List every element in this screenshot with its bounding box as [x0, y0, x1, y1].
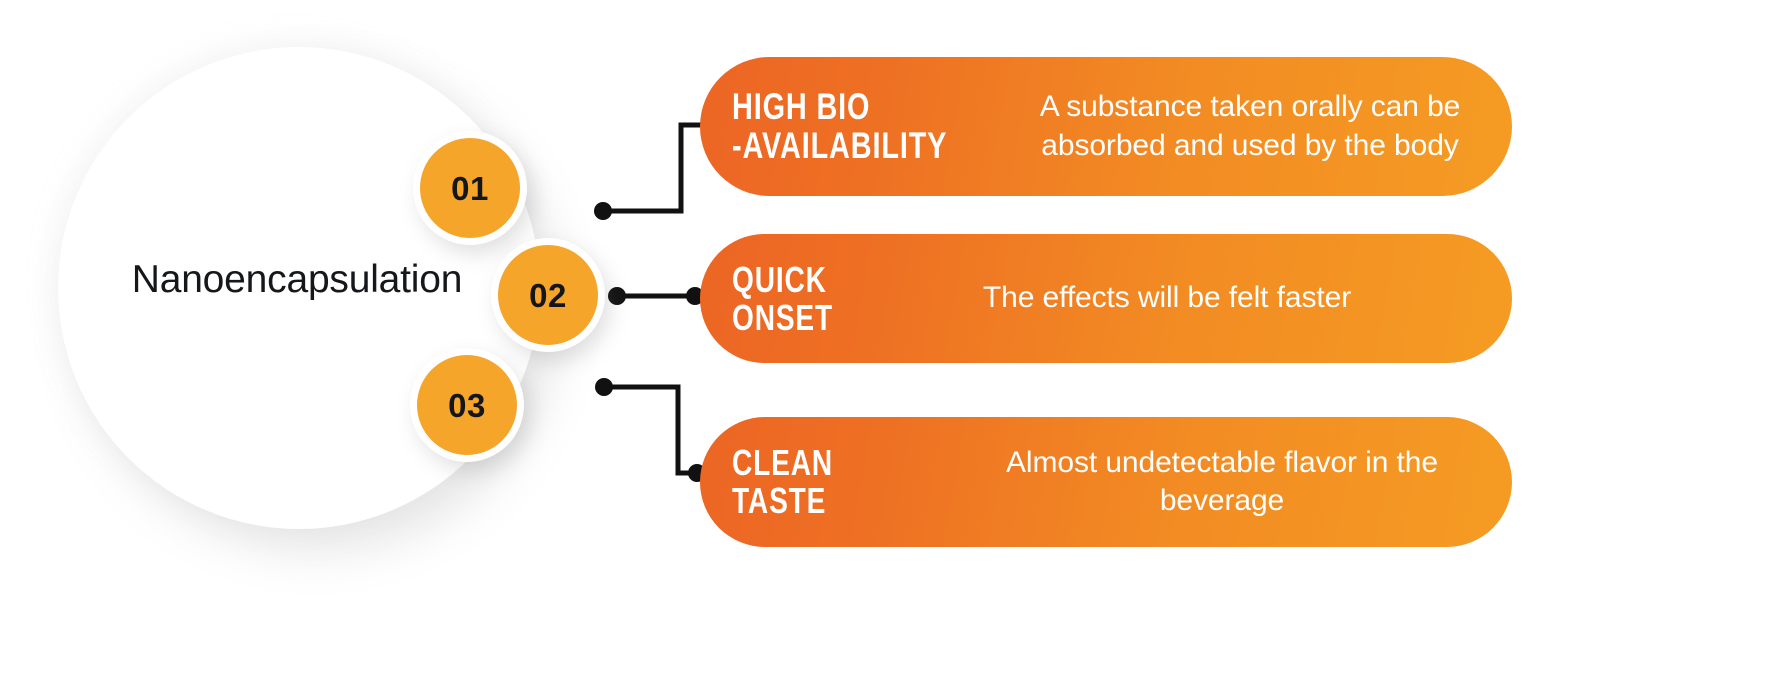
benefit-bar-03[interactable]: CLEAN TASTE Almost undetectable flavor i… — [700, 417, 1512, 547]
benefit-title-02: QUICK ONSET — [732, 258, 834, 338]
step-circle-02[interactable]: 02 — [491, 238, 605, 352]
benefit-title-03: CLEAN TASTE — [732, 442, 834, 521]
step-number-01: 01 — [451, 169, 489, 207]
benefit-description-01: A substance taken orally can be absorbed… — [1039, 90, 1461, 162]
benefit-description-03: Almost undetectable flavor in the bevera… — [1006, 445, 1438, 517]
benefit-bar-02[interactable]: QUICK ONSET The effects will be felt fas… — [700, 234, 1512, 363]
connector-dot-02 — [608, 287, 626, 305]
connector-path-01 — [603, 122, 706, 214]
step-number-03: 03 — [448, 386, 486, 424]
connector-dot-03 — [595, 378, 613, 396]
connector-dot-01 — [594, 202, 612, 220]
benefit-bar-01[interactable]: HIGH BIO -AVAILABILITY A substance taken… — [700, 57, 1512, 196]
step-circle-01[interactable]: 01 — [413, 131, 527, 245]
hub-label: Nanoencapsulation — [131, 258, 463, 301]
benefit-description-02: The effects will be felt faster — [982, 281, 1352, 315]
benefit-title-01: HIGH BIO -AVAILABILITY — [732, 85, 948, 166]
step-circle-03[interactable]: 03 — [410, 348, 524, 462]
step-number-02: 02 — [529, 276, 567, 314]
connector-path-03 — [604, 384, 700, 476]
